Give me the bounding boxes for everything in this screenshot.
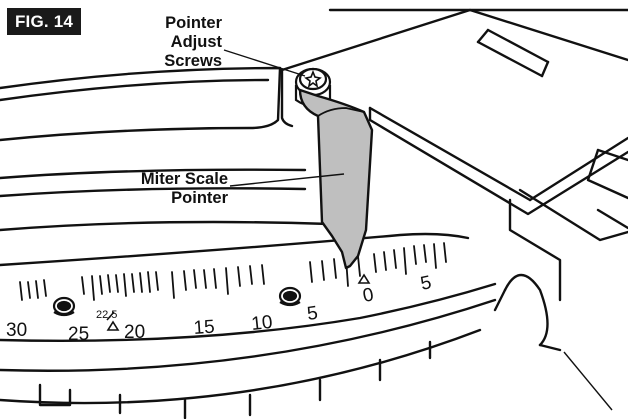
scale-label-22-5: 22.5 <box>96 309 117 321</box>
scale-label-5-right: 5 <box>419 272 434 295</box>
callout-line-pointer-2: Pointer <box>171 189 228 207</box>
callout-line-screws: Screws <box>164 52 222 70</box>
callout-pointer-adjust-screws: Pointer Adjust Screws <box>122 14 222 71</box>
callout-line-adjust: Adjust <box>170 33 222 51</box>
scale-label-15: 15 <box>193 317 216 339</box>
callout-line-pointer: Pointer <box>165 14 222 32</box>
scale-label-25: 25 <box>68 324 89 345</box>
callout-miter-scale-pointer: Miter Scale Pointer <box>108 170 228 208</box>
scale-label-20: 20 <box>124 322 145 343</box>
scale-label-0: 0 <box>361 284 375 307</box>
miter-scale-plate <box>0 232 497 419</box>
scale-screw-left <box>52 296 76 317</box>
miter-scale-pointer-part <box>298 88 374 270</box>
figure-badge: FIG. 14 <box>7 8 81 35</box>
scale-label-10: 10 <box>250 312 273 335</box>
scale-screw-right <box>278 286 302 307</box>
callout-line-miter-scale: Miter Scale <box>140 170 228 188</box>
leader-lines <box>223 49 613 411</box>
scale-numbers: 30 25 22.5 20 15 10 5 0 5 <box>6 272 433 345</box>
angle-markers <box>106 273 371 331</box>
figure-badge-label: FIG. 14 <box>14 12 74 31</box>
table-top-edges <box>0 66 332 232</box>
scale-label-30: 30 <box>6 320 27 341</box>
scale-ticks <box>19 242 447 301</box>
saw-housing <box>280 8 628 352</box>
scale-label-5-left: 5 <box>306 303 319 325</box>
